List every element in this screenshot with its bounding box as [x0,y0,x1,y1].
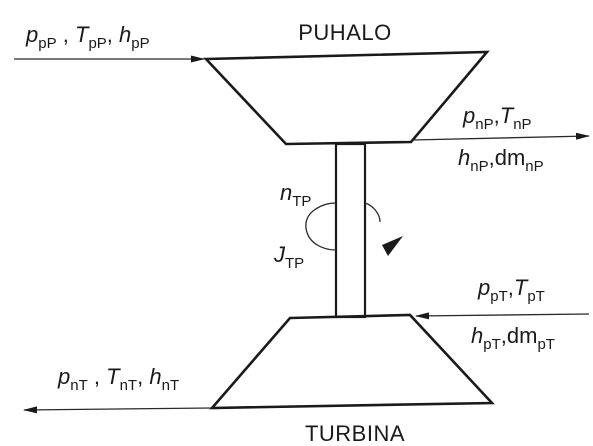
compressor-outlet-arrow [411,132,590,141]
shaft [334,142,367,319]
shaft-inertia-label: JTP [273,242,304,272]
compressor-title: PUHALO [298,20,391,45]
compressor-outlet-label-2: hnP,dmnP [458,145,544,175]
turbine-inlet-label-2: hpT,dmpT [471,323,555,353]
rotation-arrowhead-icon [382,236,403,256]
rotation-arc-left [305,202,337,251]
turbine-inlet-arrow [415,312,590,320]
shaft-speed-label: nTP [280,180,311,210]
turbine-outlet-arrow [23,406,213,414]
turbine-title: TURBINA [305,421,405,446]
turbine-body [209,313,495,410]
compressor-inlet-label: ppP , TpP, hpP [25,22,150,52]
compressor-body [203,50,490,146]
turbine-outlet-label: pnT , TnT, hnT [57,364,179,394]
rotation-arc-right [364,202,381,223]
compressor-outlet-label-1: pnP,TnP [462,103,532,133]
turbine-inlet-label-1: ppT,TpT [477,275,545,305]
